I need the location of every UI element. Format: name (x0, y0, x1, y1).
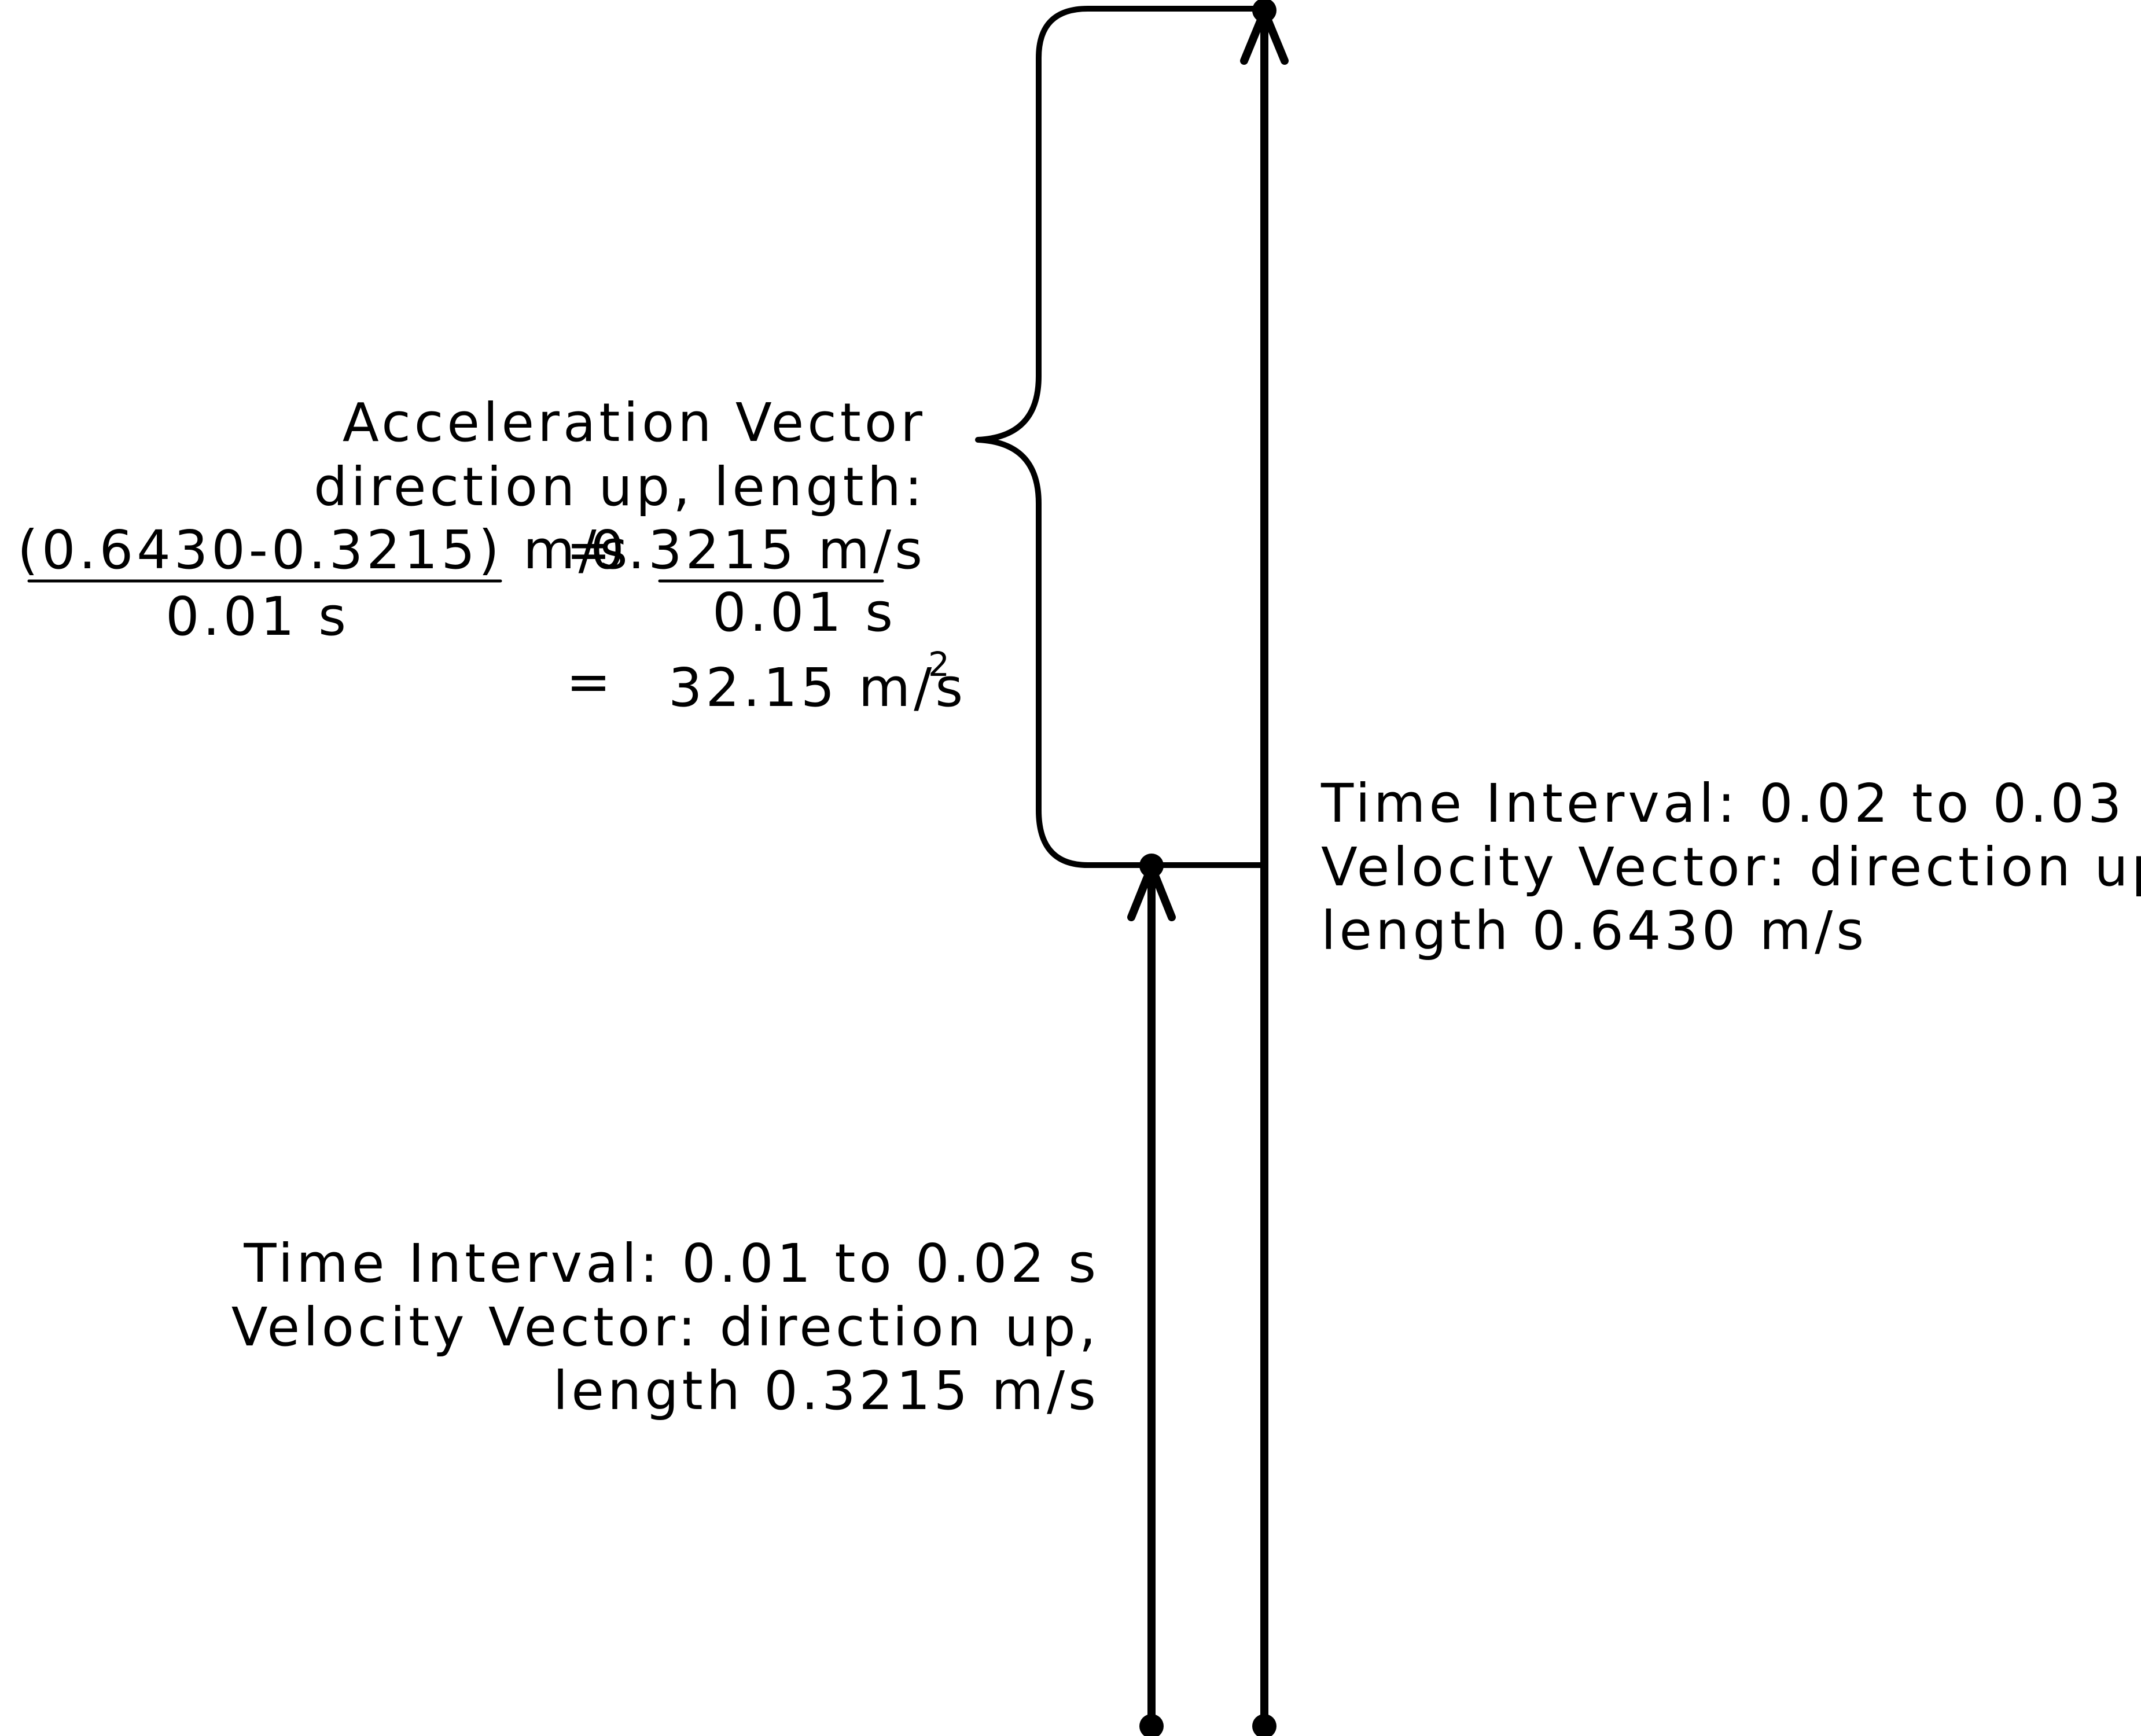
acceleration-title-line1: Acceleration Vector (343, 392, 926, 454)
acceleration-equals-2: = (566, 651, 614, 713)
acceleration-denominator-1: 0.01 s (165, 586, 350, 648)
vector-second-time-interval: Time Interval: 0.02 to 0.03 s (1320, 773, 2141, 834)
acceleration-numerator-1: (0.6430-0.3215) m/s (17, 519, 631, 581)
acceleration-numerator-2: 0.3215 m/s (590, 519, 926, 581)
vector-first-time-interval: Time Interval: 0.01 to 0.02 s (243, 1233, 1099, 1294)
acceleration-title-line2: direction up, length: (314, 456, 926, 518)
acceleration-equals-1: = (566, 519, 614, 581)
vector-first-length: length 0.3215 m/s (553, 1360, 1099, 1422)
acceleration-result-exponent: 2 (928, 645, 950, 684)
vector-second-velocity: Velocity Vector: direction up, (1321, 836, 2141, 898)
acceleration-result: 32.15 m/s (668, 657, 966, 719)
acceleration-brace (975, 6, 1267, 868)
velocity-vector-second-tail-dot (1252, 1714, 1276, 1736)
vector-second-length: length 0.6430 m/s (1321, 900, 1867, 962)
acceleration-denominator-2: 0.01 s (712, 582, 896, 643)
vector-first-velocity: Velocity Vector: direction up, (231, 1296, 1099, 1358)
velocity-vector-first-tail-dot (1139, 1714, 1164, 1736)
